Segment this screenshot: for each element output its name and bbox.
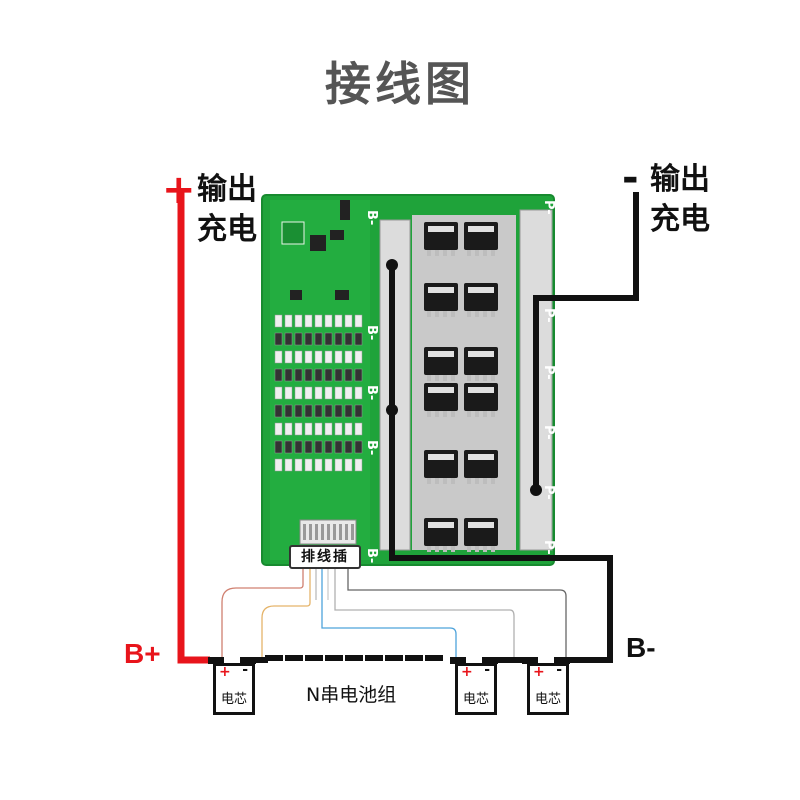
battery-chain-label: N串电池组	[306, 684, 397, 706]
b-terminal-mid	[386, 404, 398, 416]
positive-sign: +	[162, 167, 196, 213]
b-pad-label: B-	[364, 548, 379, 563]
p-pad-label: P-	[541, 365, 556, 380]
b-pad-label: B-	[364, 440, 379, 455]
balance-wires	[221, 565, 567, 660]
output-positive-label: 输出	[197, 172, 257, 207]
p-pad-label: P-	[541, 425, 556, 440]
p-pad-label: P-	[541, 200, 556, 215]
bms-board	[261, 194, 555, 566]
p-terminal	[530, 484, 542, 496]
p-pad-label: P-	[541, 308, 556, 323]
b-pad-label: B-	[364, 385, 379, 400]
battery-cell: + - 电芯	[455, 662, 497, 715]
connector-label: 排线插	[289, 545, 361, 569]
charge-positive-label: 充电	[197, 212, 257, 247]
b-plus-label: B+	[124, 638, 161, 669]
page-title: 接线图	[325, 57, 475, 111]
mosfet-array	[424, 222, 498, 552]
b-terminal-top	[386, 259, 398, 271]
b-pad-label: B-	[364, 210, 379, 225]
output-negative-label: 输出	[650, 162, 710, 197]
b-pad-label: B-	[364, 325, 379, 340]
b-minus-label: B-	[626, 632, 656, 663]
battery-cell: + - 电芯	[527, 662, 569, 715]
p-pad-label: P-	[541, 540, 556, 555]
charge-negative-label: 充电	[650, 202, 710, 237]
resistor-array	[274, 314, 363, 472]
negative-sign: -	[622, 155, 639, 201]
connector-pins	[303, 524, 354, 540]
positive-wire	[177, 190, 210, 664]
battery-cell: + - 电芯	[213, 662, 255, 715]
p-pad-label: P-	[541, 485, 556, 500]
